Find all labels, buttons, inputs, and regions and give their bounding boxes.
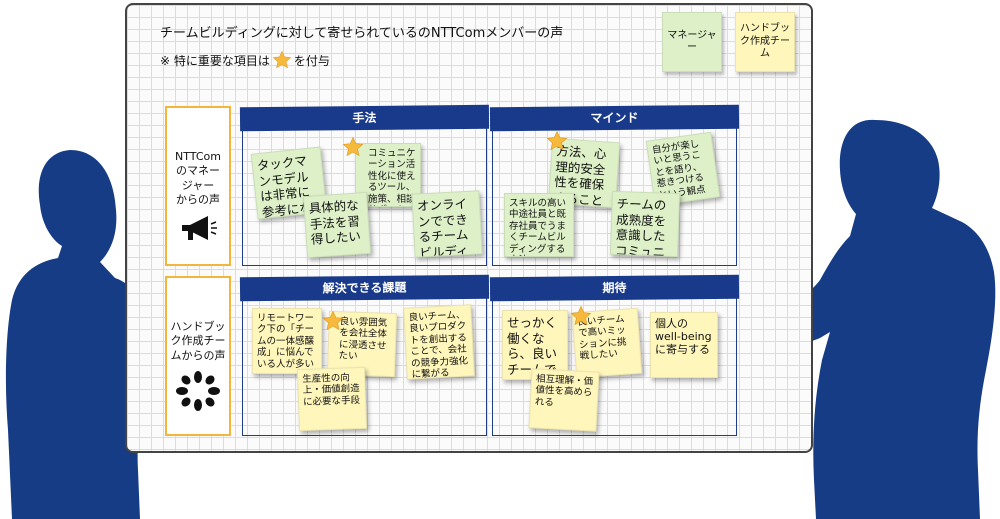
legend-manager-label: マネージャー — [667, 29, 717, 54]
legend-handbook: ハンドブック作成チーム — [735, 12, 795, 72]
legend-manager: マネージャー — [662, 12, 722, 72]
row-label-handbook: ハンドブッ ク作成チー ムからの声 — [165, 276, 231, 436]
row-label-manager-line: からの声 — [176, 192, 220, 206]
star-icon — [272, 50, 292, 69]
row-label-manager: NTTCom のマネー ジャー からの声 — [165, 106, 231, 266]
sticky-note: チームの成熟度を意識したコミュニケーションの重要性への気付き — [609, 190, 681, 258]
right-person-silhouette — [697, 119, 996, 519]
star-icon — [322, 310, 344, 331]
sticky-note: オンラインでできるチームビルディングのメニュー — [411, 190, 483, 258]
row-label-manager-line: ジャー — [181, 178, 215, 192]
star-icon — [546, 130, 568, 151]
hands-circle-icon — [176, 370, 220, 411]
left-person-silhouette — [5, 150, 158, 519]
row-label-handbook-line: ハンドブッ — [170, 320, 226, 333]
sticky-note: 生産性の向上・価値創造に必要な手段 — [296, 366, 368, 432]
row-label-manager-line: のマネー — [176, 164, 220, 178]
sticky-note: 具体的な手法を習得したい — [302, 191, 372, 259]
quadrant-header-expect: 期待 — [489, 274, 740, 302]
quadrant-header-method: 手法 — [239, 104, 490, 132]
quadrant-header-mind: マインド — [489, 104, 740, 132]
note-prefix: ※ 特に重要な項目は — [160, 53, 270, 68]
board-title: チームビルディングに対して寄せられているのNTTComメンバーの声 — [160, 26, 564, 41]
megaphone-icon — [182, 216, 217, 241]
importance-note: ※ 特に重要な項目は を付与 — [160, 50, 330, 70]
row-label-manager-line: NTTCom — [175, 150, 221, 163]
row-label-handbook-line: ムからの声 — [170, 348, 226, 362]
legend-handbook-label: ハンドブック作成チーム — [740, 23, 790, 60]
sticky-note: 良いチーム、良いプロダクトを創出することで、会社の競争力強化に繋がる — [403, 304, 475, 380]
quadrant-header-issues: 解決できる課題 — [239, 274, 490, 302]
row-label-handbook-line: ク作成チー — [170, 334, 226, 348]
sticky-note: 個人のwell-beingに寄与する — [650, 312, 718, 378]
star-icon — [570, 305, 592, 326]
sticky-note: スキルの高い中途社員と既存社員でうまくチームビルディングする方法 — [504, 193, 574, 257]
note-suffix: を付与 — [293, 53, 330, 68]
sticky-note: リモートワーク下の「チームの一体感醸成」に悩んでいる人が多い — [252, 308, 322, 374]
sticky-note: 相互理解・価値性を高められる — [528, 368, 600, 432]
star-icon — [342, 136, 364, 157]
